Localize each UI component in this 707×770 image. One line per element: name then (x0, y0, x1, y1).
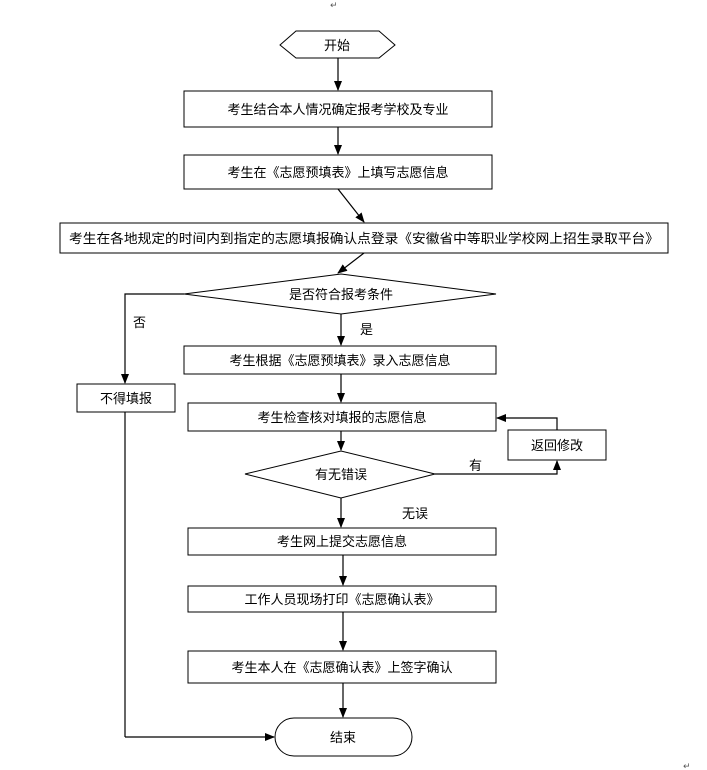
error-diamond (244, 450, 436, 499)
connectors (121, 58, 561, 741)
eligible-diamond (183, 273, 497, 315)
node-start: 开始 (279, 30, 396, 59)
cannot-fill-box (76, 383, 176, 413)
enter-info-label: 考生根据《志愿预填表》录入志愿信息 (229, 353, 450, 369)
start-label: 开始 (324, 39, 350, 54)
edge-label-yes: 是 (360, 323, 373, 338)
corner-mark-bottom: ↵ (683, 762, 691, 770)
edge-login-to-eligible (337, 252, 365, 274)
eligible-label: 是否符合报考条件 (289, 287, 393, 303)
node-submit-online: 考生网上提交志愿信息 (187, 527, 497, 556)
edge-label-has-error: 有 (469, 459, 482, 474)
sign-confirm-box (187, 650, 497, 684)
return-modify-label: 返回修改 (531, 439, 583, 454)
start-hexagon (279, 30, 396, 59)
node-fill-prefill: 考生在《志愿预填表》上填写志愿信息 (183, 154, 493, 190)
return-modify-box (507, 429, 607, 461)
edge-error-yes (435, 460, 561, 475)
enter-info-box (183, 345, 497, 375)
sign-confirm-label: 考生本人在《志愿确认表》上签字确认 (231, 660, 452, 676)
edge-label-no-error: 无误 (402, 507, 428, 522)
node-cannot-fill: 不得填报 (76, 383, 176, 413)
edge-label-no: 否 (133, 316, 146, 331)
check-info-box (187, 402, 497, 432)
edge-modify-to-check (496, 414, 558, 430)
node-print-confirm: 工作人员现场打印《志愿确认表》 (187, 585, 497, 613)
edge-eligible-no (121, 293, 184, 384)
node-confirm-school: 考生结合本人情况确定报考学校及专业 (183, 90, 493, 128)
error-label: 有无错误 (315, 468, 367, 483)
node-check-info: 考生检查核对填报的志愿信息 (187, 402, 497, 432)
cannot-fill-label: 不得填报 (100, 391, 152, 407)
confirm-school-box (183, 90, 493, 128)
login-platform-label: 考生在各地规定的时间内到指定的志愿填报确认点登录《安徽省中等职业学校网上招生录取… (69, 231, 659, 247)
fill-prefill-box (183, 154, 493, 190)
node-end: 结束 (274, 717, 413, 757)
login-platform-box (59, 222, 669, 254)
node-enter-info: 考生根据《志愿预填表》录入志愿信息 (183, 345, 497, 375)
check-info-label: 考生检查核对填报的志愿信息 (257, 410, 426, 426)
fill-prefill-label: 考生在《志愿预填表》上填写志愿信息 (227, 165, 448, 181)
end-label: 结束 (330, 731, 356, 746)
node-error-question: 有无错误 (244, 450, 436, 499)
print-confirm-label: 工作人员现场打印《志愿确认表》 (244, 593, 439, 608)
end-terminator (274, 717, 413, 757)
node-return-modify: 返回修改 (507, 429, 607, 461)
node-login-platform: 考生在各地规定的时间内到指定的志愿填报确认点登录《安徽省中等职业学校网上招生录取… (59, 222, 669, 254)
node-sign-confirm: 考生本人在《志愿确认表》上签字确认 (187, 650, 497, 684)
edge-fill-to-login (337, 188, 365, 223)
submit-online-label: 考生网上提交志愿信息 (277, 534, 407, 550)
node-eligible-question: 是否符合报考条件 (183, 273, 497, 315)
corner-mark-top: ↵ (330, 1, 338, 11)
print-confirm-box (187, 585, 497, 613)
submit-online-box (187, 527, 497, 556)
confirm-school-label: 考生结合本人情况确定报考学校及专业 (227, 102, 448, 118)
